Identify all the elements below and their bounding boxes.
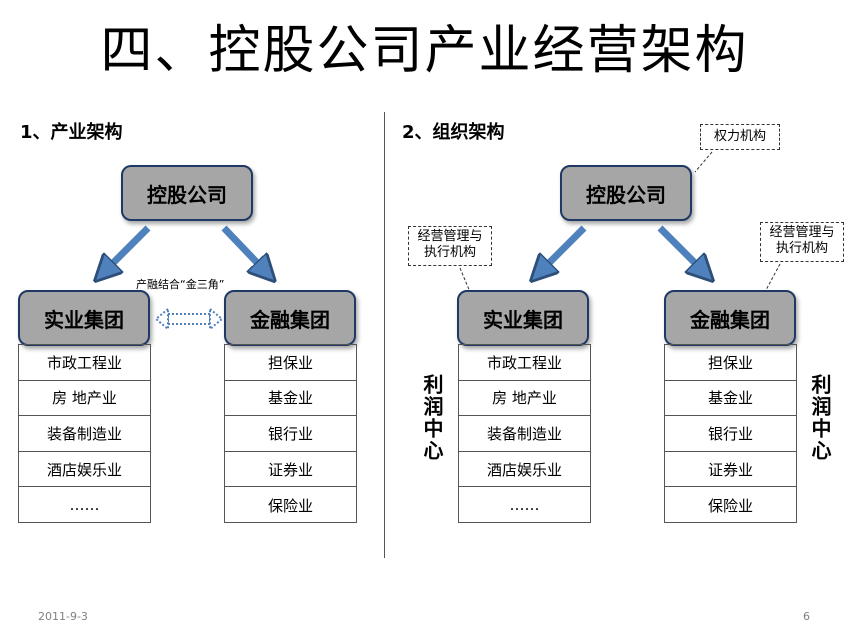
profit-center-left: 利润中心 [420,374,444,462]
list-item: 市政工程业 [19,345,150,381]
right-section-heading: 2、组织架构 [402,122,505,143]
list-item: 证券业 [225,452,356,488]
list-item: 装备制造业 [19,416,150,452]
industry-group-box-left: 实业集团 [18,290,150,346]
arrow-to-finance-right [657,225,704,272]
arrow-to-industry-left [104,225,151,272]
list-item: 银行业 [225,416,356,452]
page-title: 四、控股公司产业经营架构 [100,21,749,81]
list-item: 证券业 [665,452,796,488]
list-item: 酒店娱乐业 [19,452,150,488]
list-item: 基金业 [665,381,796,417]
callout-management-left: 经营管理与执行机构 [408,226,492,266]
footer-page-number: 6 [803,610,810,623]
list-item: 基金业 [225,381,356,417]
list-item: 担保业 [665,345,796,381]
industry-list-left: 市政工程业 房 地产业 装备制造业 酒店娱乐业 …… [18,344,151,523]
callout-pointer-parent [694,151,713,173]
finance-list-left: 担保业 基金业 银行业 证券业 保险业 [224,344,357,523]
list-item: 房 地产业 [19,381,150,417]
industry-list-right: 市政工程业 房 地产业 装备制造业 酒店娱乐业 …… [458,344,591,523]
arrow-to-industry-right [540,225,587,272]
list-item: 保险业 [707,496,753,515]
list-item: 银行业 [665,416,796,452]
profit-center-right: 利润中心 [808,374,832,462]
finance-list-right: 担保业 基金业 银行业 证券业 保险业 [664,344,797,523]
holding-company-box-left: 控股公司 [121,165,253,221]
left-section-heading: 1、产业架构 [20,122,123,143]
list-item: 酒店娱乐业 [459,452,590,488]
list-item: …… [509,496,540,515]
arrow-to-finance-left [221,225,266,272]
callout-management-right: 经营管理与执行机构 [760,222,844,262]
synergy-double-arrow [154,306,224,332]
industry-group-box-right: 实业集团 [457,290,589,346]
callout-pointer-left [459,267,471,293]
finance-group-box-right: 金融集团 [664,290,796,346]
callout-pointer-right [765,263,781,291]
callout-authority: 权力机构 [700,124,780,150]
footer-date: 2011-9-3 [38,610,88,623]
holding-company-box-right: 控股公司 [560,165,692,221]
list-item: 市政工程业 [459,345,590,381]
list-item: 担保业 [225,345,356,381]
list-item: 房 地产业 [459,381,590,417]
synergy-label: 产融结合“金三角” [136,278,225,291]
section-divider [384,112,385,558]
finance-group-box-left: 金融集团 [224,290,356,346]
list-item: 保险业 [267,496,313,515]
list-item: …… [69,496,100,515]
list-item: 装备制造业 [459,416,590,452]
